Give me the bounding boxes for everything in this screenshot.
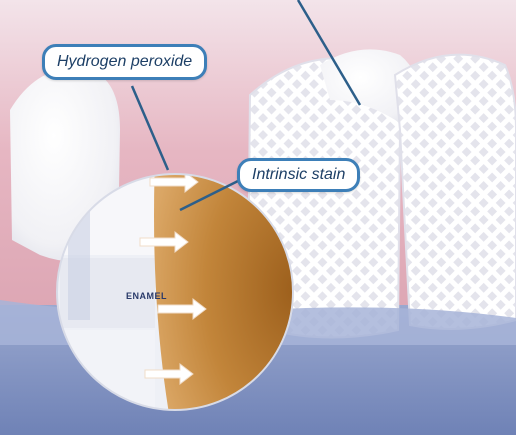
hydrogen-peroxide-label: Hydrogen peroxide [42, 44, 207, 80]
intrinsic-stain-label: Intrinsic stain [237, 158, 360, 192]
enamel-label: ENAMEL [126, 291, 167, 301]
